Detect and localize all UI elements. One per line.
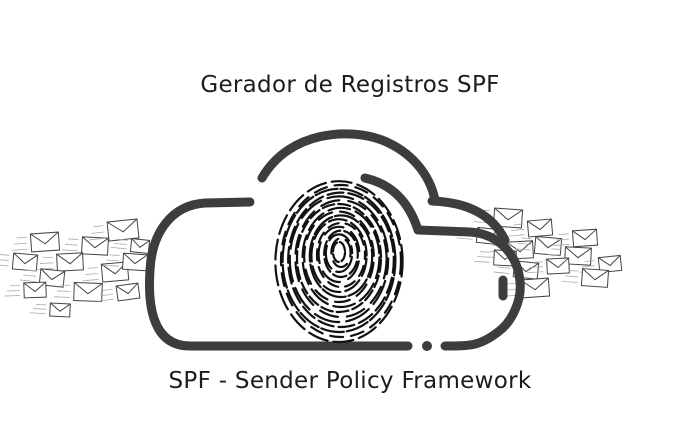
envelope-cluster-right [456, 207, 623, 299]
envelope-icon [97, 282, 141, 302]
fingerprint-ridge [315, 221, 367, 289]
fingerprint-ridge [317, 225, 361, 284]
cloud-top-arc [257, 129, 440, 205]
cloud-left-arc [145, 197, 413, 351]
cloud-right-arc [360, 173, 525, 337]
envelope-icon [544, 246, 592, 266]
envelope-icon [508, 218, 554, 238]
envelope-icon [514, 235, 563, 257]
envelope-icon [0, 252, 39, 272]
envelope-icon [88, 218, 140, 242]
envelope-icon [501, 277, 551, 299]
envelope-cluster-left [0, 218, 151, 318]
cloud-dot [422, 341, 432, 351]
envelope-icon [29, 302, 71, 318]
fingerprint-ridge [324, 233, 354, 274]
fingerprint-ridge [301, 206, 381, 309]
fingerprint-ridge [330, 237, 352, 269]
envelope-icon [553, 228, 599, 248]
fingerprint-ridge [274, 180, 404, 344]
envelope-icon [527, 257, 570, 275]
fingerprint-icon [274, 180, 404, 344]
fingerprint-ridge [295, 202, 383, 314]
fingerprint-ridge [288, 195, 390, 324]
fingerprint-ridge [308, 214, 374, 299]
envelope-icon [102, 252, 149, 272]
envelope-icon [561, 268, 610, 288]
page-subtitle: SPF - Sender Policy Framework [168, 368, 532, 394]
fingerprint-ridge [323, 229, 359, 279]
page-title: Gerador de Registros SPF [200, 72, 500, 98]
envelope-icon [579, 254, 623, 274]
envelope-icon [11, 231, 61, 253]
cloud-inner-arc [427, 196, 510, 245]
fingerprint-ridge [279, 183, 403, 339]
fingerprint-ridge [294, 199, 388, 319]
fingerprint-ridge [287, 191, 395, 329]
fingerprint-ridge [310, 218, 368, 294]
envelope-icon [61, 236, 109, 256]
fingerprint-ridge [303, 210, 375, 304]
cloud-outline-icon [145, 129, 525, 351]
fingerprint-ridge [281, 187, 397, 334]
cloud-bottom-right-arc [440, 327, 503, 351]
envelope-icon [53, 281, 103, 303]
envelope-icon [4, 281, 47, 299]
envelope-icon [110, 238, 151, 254]
envelope-icon [37, 252, 84, 272]
fingerprint-ridge [331, 240, 347, 264]
